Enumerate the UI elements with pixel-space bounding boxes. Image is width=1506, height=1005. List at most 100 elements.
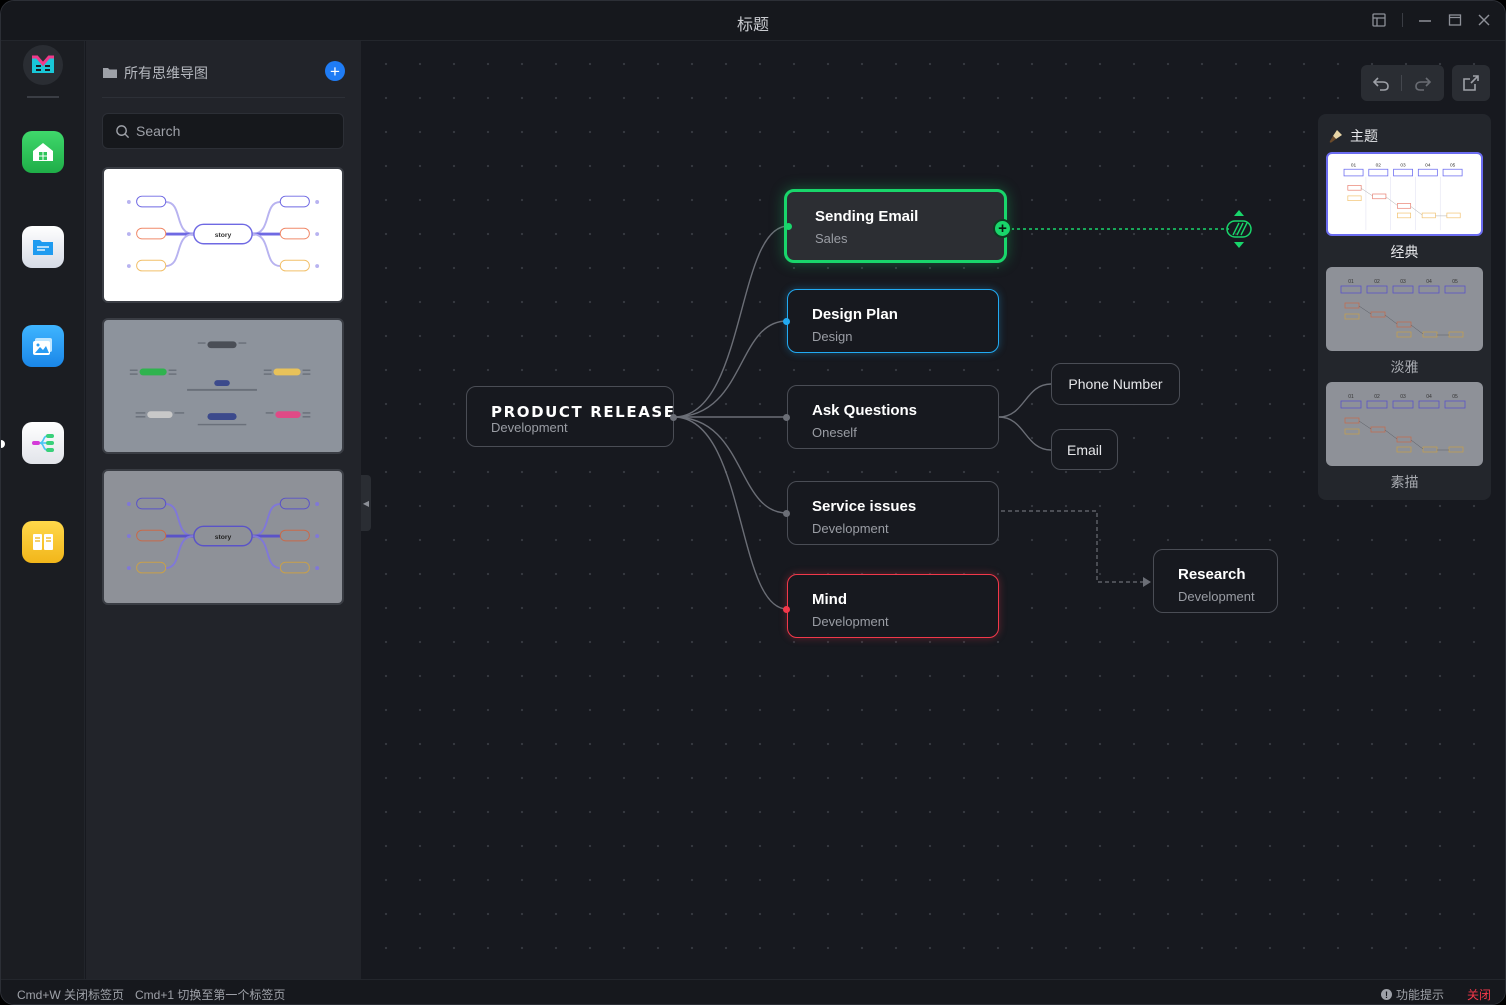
theme-panel-title: 主题 xyxy=(1350,128,1378,144)
shortcut-hint-first-tab: Cmd+1 切换至第一个标签页 xyxy=(135,988,286,1002)
node-sending-email[interactable]: Sending Email Sales xyxy=(784,189,1007,263)
theme-col-label: 02 xyxy=(1376,162,1382,168)
node-subtitle: Development xyxy=(812,521,889,536)
title-bar: 标题 xyxy=(1,1,1505,41)
shortcut-hint-close-tab: Cmd+W 关闭标签页 xyxy=(17,988,125,1002)
theme-col-label: 01 xyxy=(1351,162,1357,168)
node-title: Design Plan xyxy=(812,306,898,323)
node-subtitle: Sales xyxy=(815,231,848,246)
theme-col-label: 05 xyxy=(1452,279,1458,285)
theme-label: 素描 xyxy=(1390,474,1419,490)
add-mindmap-button[interactable]: + xyxy=(325,61,345,81)
node-title: Email xyxy=(1066,441,1102,458)
mindmap-thumbnail[interactable]: story xyxy=(102,167,344,303)
feature-tips-label: 功能提示 xyxy=(1396,988,1445,1002)
node-ask-questions[interactable]: Ask Questions Oneself xyxy=(787,385,999,449)
toolbar-separator xyxy=(1401,75,1402,91)
titlebar-separator xyxy=(1402,13,1403,27)
root-node-title: PRODUCT RELEASE xyxy=(491,403,676,421)
theme-col-label: 03 xyxy=(1400,279,1406,285)
folder-icon xyxy=(103,68,117,78)
mindmap-thumbnail[interactable]: story xyxy=(102,469,344,605)
close-tips-button[interactable]: 关闭 xyxy=(1467,988,1492,1002)
node-subtitle: Design xyxy=(812,329,853,344)
theme-label: 淡雅 xyxy=(1390,359,1419,375)
folder-label: 所有思维导图 xyxy=(124,65,208,81)
node-port[interactable] xyxy=(785,223,792,230)
feature-tips-link[interactable]: ! 功能提示 xyxy=(1381,986,1444,1003)
theme-panel-header: 主题 xyxy=(1328,126,1378,146)
rail-divider xyxy=(27,96,59,98)
collapse-panel-handle[interactable]: ◀ xyxy=(361,475,371,531)
notes-app-icon[interactable] xyxy=(22,521,64,563)
node-port[interactable] xyxy=(783,414,790,421)
theme-card-elegant[interactable]: 01 02 03 04 05 xyxy=(1326,267,1483,351)
theme-col-label: 04 xyxy=(1426,394,1432,400)
search-icon xyxy=(116,124,130,138)
close-window-icon[interactable] xyxy=(1475,11,1493,29)
app-logo xyxy=(23,45,63,85)
theme-col-label: 01 xyxy=(1348,279,1354,285)
node-port[interactable] xyxy=(783,318,790,325)
root-port[interactable] xyxy=(670,414,677,421)
search-placeholder: Search xyxy=(136,123,181,139)
theme-col-label: 05 xyxy=(1452,394,1458,400)
theme-col-label: 02 xyxy=(1374,279,1380,285)
node-email[interactable]: Email xyxy=(1051,429,1118,470)
theme-card-sketch[interactable]: 01 02 03 04 05 xyxy=(1326,382,1483,466)
node-title: Ask Questions xyxy=(812,402,918,419)
mindmap-thumbnail[interactable] xyxy=(102,318,344,454)
info-icon: ! xyxy=(1381,989,1392,1000)
home-app-icon[interactable] xyxy=(22,131,64,173)
theme-col-label: 04 xyxy=(1425,162,1431,168)
mindmap-app-icon[interactable] xyxy=(22,422,64,464)
theme-col-label: 03 xyxy=(1400,394,1406,400)
node-port[interactable] xyxy=(783,510,790,517)
theme-col-label: 02 xyxy=(1374,394,1380,400)
node-service-issues[interactable]: Service issues Development xyxy=(787,481,999,545)
active-app-indicator xyxy=(1,440,5,448)
drag-handle-icon[interactable] xyxy=(1225,209,1253,249)
files-app-icon[interactable] xyxy=(22,226,64,268)
redo-icon[interactable] xyxy=(1402,73,1444,93)
minimize-icon[interactable] xyxy=(1416,11,1434,29)
export-icon xyxy=(1463,75,1479,91)
window-title: 标题 xyxy=(736,17,769,34)
theme-col-label: 01 xyxy=(1348,394,1354,400)
root-node-subtitle: Development xyxy=(491,420,568,435)
thumb-center-label: story xyxy=(215,534,232,541)
node-subtitle: Oneself xyxy=(812,425,857,440)
search-input[interactable]: Search xyxy=(102,113,344,149)
node-title: Sending Email xyxy=(815,208,919,225)
node-title: Phone Number xyxy=(1068,376,1163,392)
folder-header[interactable]: 所有思维导图 xyxy=(102,63,208,83)
node-port[interactable] xyxy=(783,606,790,613)
undo-icon[interactable] xyxy=(1361,73,1401,93)
node-title: Research xyxy=(1178,566,1246,583)
root-node[interactable]: PRODUCT RELEASE Development xyxy=(466,386,674,447)
panel-divider xyxy=(102,97,345,98)
node-mind[interactable]: Mind Development xyxy=(787,574,999,638)
node-design-plan[interactable]: Design Plan Design xyxy=(787,289,999,353)
app-rail xyxy=(1,41,85,979)
node-phone-number[interactable]: Phone Number xyxy=(1051,363,1180,405)
theme-card-classic[interactable]: 01 02 03 04 05 xyxy=(1326,152,1483,236)
export-button[interactable] xyxy=(1452,65,1490,101)
node-title: Service issues xyxy=(812,498,917,515)
status-bar: Cmd+W 关闭标签页 Cmd+1 切换至第一个标签页 ! 功能提示 关闭 xyxy=(1,979,1505,1004)
node-research[interactable]: Research Development xyxy=(1153,549,1278,613)
gallery-app-icon[interactable] xyxy=(22,325,64,367)
maximize-icon[interactable] xyxy=(1446,11,1464,29)
theme-label: 经典 xyxy=(1390,244,1419,260)
theme-brush-icon xyxy=(1329,130,1342,143)
node-subtitle: Development xyxy=(812,614,889,629)
layout-toggle-icon[interactable] xyxy=(1370,11,1388,29)
add-child-node-button[interactable]: + xyxy=(993,219,1012,238)
theme-col-label: 05 xyxy=(1450,162,1456,168)
history-toolbar xyxy=(1361,65,1444,101)
node-title: Mind xyxy=(812,591,847,608)
theme-col-label: 04 xyxy=(1426,279,1432,285)
theme-panel: 主题 01 02 03 04 05 xyxy=(1318,114,1491,500)
mindmap-list-panel: 所有思维导图 + Search story xyxy=(86,41,361,979)
